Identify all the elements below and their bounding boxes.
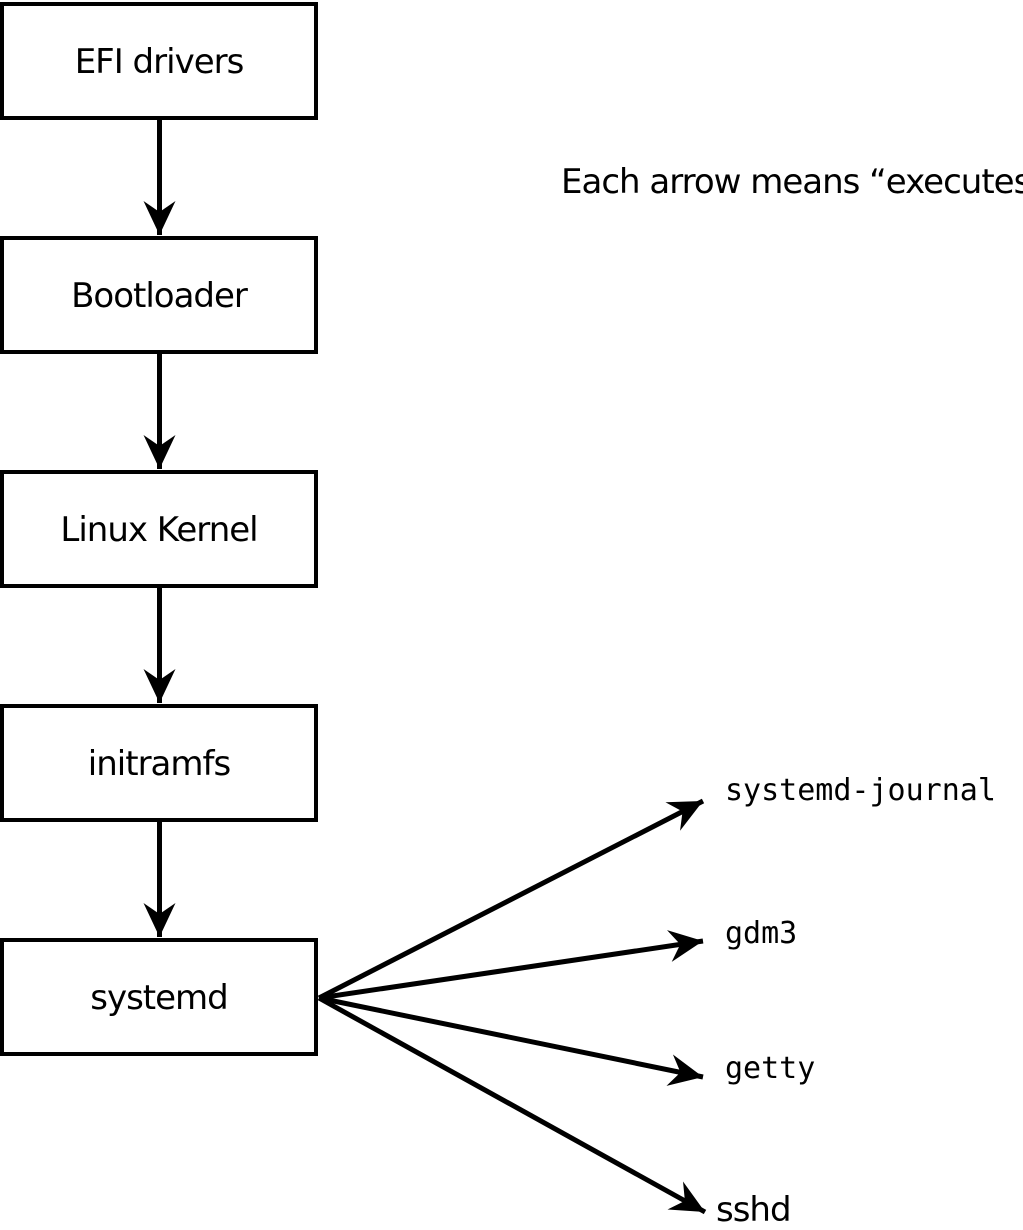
service-label-systemd-journal: systemd-journal [725, 773, 996, 808]
arrow-meaning-note: Each arrow means “executes”. [561, 162, 1023, 202]
node-systemd: systemd [0, 938, 318, 1056]
node-box [0, 704, 318, 822]
node-box [0, 2, 318, 120]
node-box [0, 236, 318, 354]
node-box [0, 470, 318, 588]
node-initramfs: initramfs [0, 704, 318, 822]
arrow-systemd-to-journal [317, 798, 705, 1001]
node-label: initramfs [88, 744, 231, 784]
arrow-systemd-to-gdm3 [318, 930, 704, 1001]
node-bootloader: Bootloader [0, 236, 318, 354]
arrow-systemd-to-sshd [317, 995, 707, 1215]
service-label-sshd: sshd [716, 1190, 791, 1230]
service-label-getty: getty [725, 1051, 815, 1086]
service-label-gdm3: gdm3 [725, 916, 797, 951]
node-label: Bootloader [71, 276, 248, 316]
node-label: EFI drivers [75, 42, 244, 82]
node-label: systemd [90, 978, 228, 1018]
node-linux-kernel: Linux Kernel [0, 470, 318, 588]
node-box [0, 938, 318, 1056]
node-efi-drivers: EFI drivers [0, 2, 318, 120]
arrow-systemd-to-getty [318, 995, 704, 1086]
node-label: Linux Kernel [60, 510, 257, 550]
